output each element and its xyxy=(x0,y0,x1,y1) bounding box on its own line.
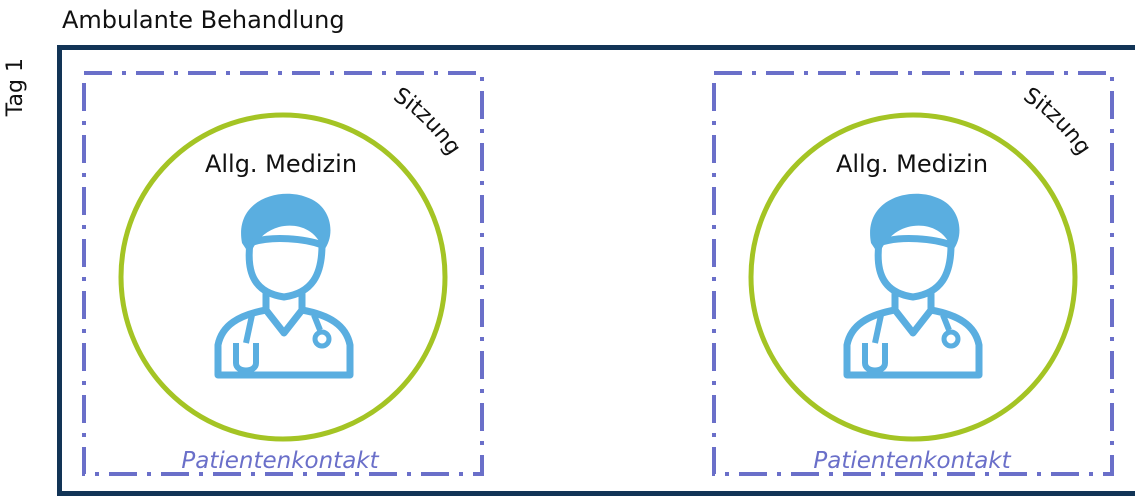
contact-label: Patientenkontakt xyxy=(181,448,379,474)
contact-label: Patientenkontakt xyxy=(813,448,1011,474)
doctor-icon xyxy=(847,194,979,375)
doctor-icon xyxy=(218,194,350,375)
specialty-label: Allg. Medizin xyxy=(836,150,988,178)
session-label: Sitzung xyxy=(1019,83,1096,160)
session-box: Sitzung Allg. Medizin Patientenkontakt xyxy=(82,71,484,476)
session-label: Sitzung xyxy=(389,83,466,160)
session-dashed-border xyxy=(82,71,484,476)
day-frame xyxy=(57,45,1135,496)
session-circle xyxy=(118,112,448,442)
session-dashed-border xyxy=(712,71,1114,476)
page-title: Ambulante Behandlung xyxy=(62,6,345,34)
session-circle xyxy=(748,112,1078,442)
specialty-label: Allg. Medizin xyxy=(205,150,357,178)
session-box: Sitzung Allg. Medizin Patientenkontakt xyxy=(712,71,1114,476)
